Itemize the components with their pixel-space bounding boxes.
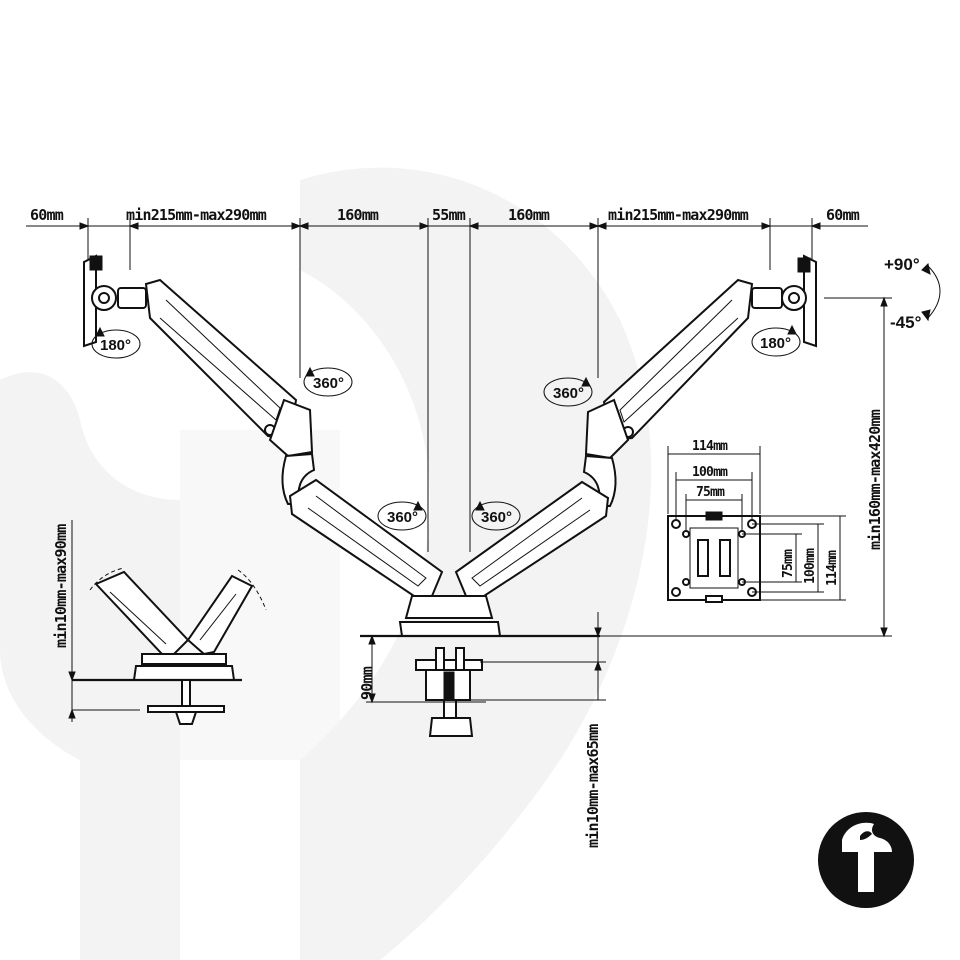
center-label: 55mm — [432, 206, 466, 224]
rotation-right-head-label: 180° — [760, 335, 791, 352]
right-arm-reach-label: min215mm-max290mm — [608, 206, 749, 224]
desk-thickness-label: min10mm-max65mm — [584, 724, 602, 848]
rotation-badge-right-lower — [471, 500, 521, 531]
vesa-plate-drawing — [667, 511, 761, 603]
rotation-left-head-label: 180° — [100, 337, 131, 354]
vesa-width-inner-label: 75mm — [696, 485, 725, 500]
left-arm-reach-label: min215mm-max290mm — [126, 206, 267, 224]
left-offset-label: 60mm — [30, 206, 64, 224]
rotation-badge-right-head — [751, 324, 801, 357]
rotation-badge-right-upper — [543, 376, 593, 407]
top-dimension-line — [26, 218, 868, 552]
height-range-label: min160mm-max420mm — [866, 409, 884, 550]
tilt-arrowhead-down-icon — [921, 309, 931, 322]
rotation-right-upper-label: 360° — [553, 385, 584, 402]
rotation-left-lower-label: 360° — [387, 509, 418, 526]
clamp-height-dimension — [366, 634, 486, 704]
vesa-width-mid-label: 100mm — [692, 465, 728, 480]
rotation-left-upper-label: 360° — [313, 375, 344, 392]
rotation-badge-left-lower — [377, 500, 427, 531]
center-pole-base — [360, 595, 600, 737]
rotation-badge-left-head — [91, 326, 141, 359]
right-offset-label: 60mm — [826, 206, 860, 224]
vesa-dimension-lines — [667, 446, 846, 601]
height-range-dimension — [508, 296, 892, 638]
vesa-height-outer-label: 114mm — [825, 550, 840, 586]
vesa-width-outer-label: 114mm — [692, 439, 728, 454]
tilt-arrow-icon — [927, 265, 941, 319]
desk-thickness-dimension — [470, 612, 606, 701]
vesa-height-inner-label: 75mm — [781, 549, 796, 578]
grommet-thickness-label: min10mm-max90mm — [52, 524, 70, 648]
vesa-height-mid-label: 100mm — [803, 548, 818, 584]
brand-logo-icon — [818, 812, 914, 908]
tilt-up-label: +90° — [884, 255, 920, 274]
tilt-down-label: -45° — [890, 313, 922, 332]
right-arm-drawing — [454, 254, 817, 597]
grommet-mount-inset — [72, 567, 267, 725]
watermark — [0, 167, 652, 960]
right-inner-label: 160mm — [508, 206, 550, 224]
grommet-thickness-dimension — [68, 520, 76, 722]
rotation-right-lower-label: 360° — [481, 509, 512, 526]
left-inner-label: 160mm — [337, 206, 379, 224]
tilt-arrowhead-up-icon — [921, 262, 931, 275]
clamp-height-label: 90mm — [358, 666, 376, 700]
rotation-badge-left-upper — [303, 366, 353, 397]
left-arm-drawing — [83, 254, 444, 597]
